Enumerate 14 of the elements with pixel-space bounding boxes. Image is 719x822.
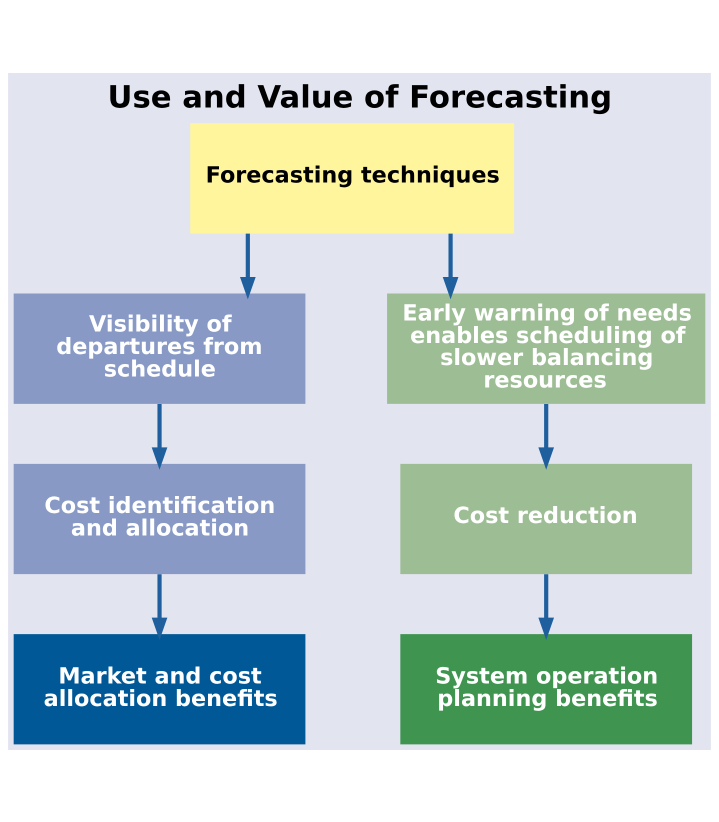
node-box: Early warning of needs enables scheduling of slower balancing resources bbox=[387, 293, 706, 404]
arrow bbox=[538, 403, 554, 470]
node-box: Cost reduction bbox=[400, 463, 692, 574]
arrow bbox=[152, 403, 168, 470]
arrow bbox=[152, 574, 168, 640]
node-box: Market and cost allocation benefits bbox=[14, 634, 306, 744]
arrow bbox=[240, 233, 256, 299]
node-box: System operation planning benefits bbox=[400, 634, 692, 744]
node-box: Forecasting techniques bbox=[190, 122, 514, 234]
diagram-title: Use and Value of Forecasting bbox=[108, 80, 612, 115]
node-box: Visibility of departures from schedule bbox=[14, 293, 306, 404]
node-box: Cost identification and allocation bbox=[14, 463, 306, 574]
arrow bbox=[538, 574, 554, 640]
arrow bbox=[442, 233, 458, 299]
